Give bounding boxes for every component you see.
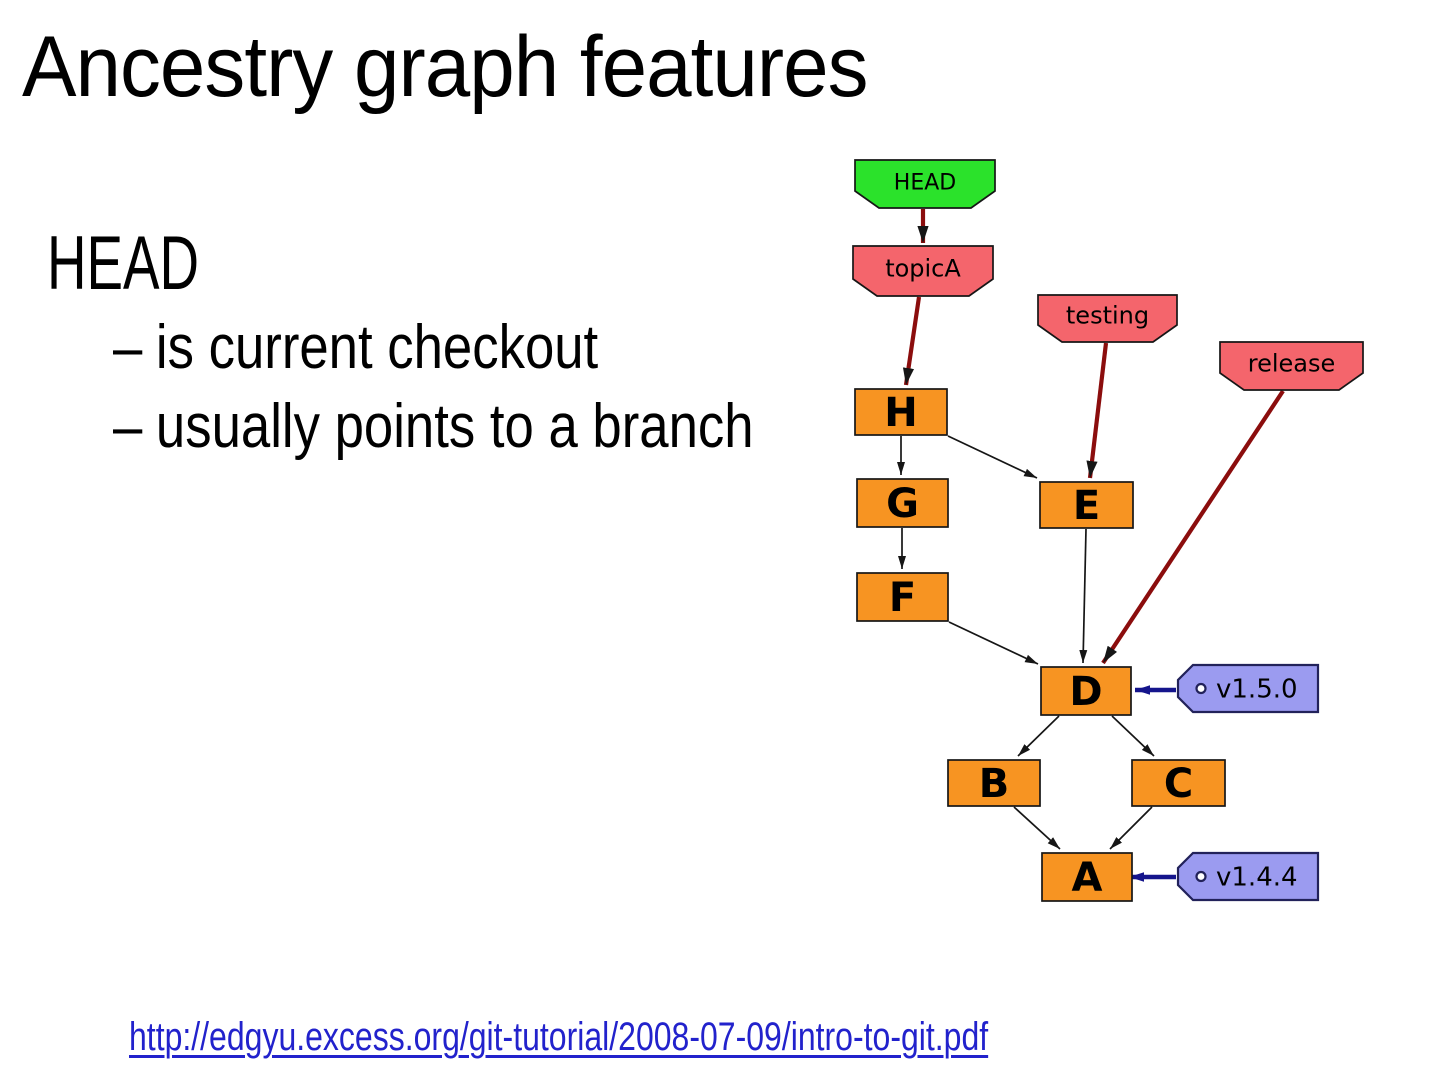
edge-C-to-A — [1109, 806, 1153, 850]
version-tag-label: v1.5.0 — [1216, 675, 1298, 705]
edge-H-to-E — [947, 435, 1038, 479]
bullet-dash: – — [113, 313, 143, 382]
edge-E-to-D — [1079, 528, 1088, 664]
commit-node-C: C — [1131, 759, 1226, 807]
branch-tag-shape — [1219, 341, 1364, 391]
commit-label: A — [1072, 855, 1103, 901]
branch-tag-shape — [1037, 294, 1178, 343]
tag-hole-icon — [1195, 682, 1207, 695]
commit-label: E — [1073, 483, 1100, 529]
branch-tag-label: topicA — [885, 255, 961, 283]
branch-tag-label: testing — [1066, 302, 1149, 330]
commit-node-B: B — [947, 759, 1041, 807]
bullet-text: usually points to a branch — [155, 392, 754, 461]
branch-tag-testing: testing — [1037, 294, 1178, 343]
commit-label: D — [1069, 669, 1102, 715]
branch-tag-release: release — [1219, 341, 1364, 391]
commit-label: B — [979, 761, 1010, 807]
version-tag-shape — [1176, 851, 1320, 902]
source-link[interactable]: http://edgyu.excess.org/git-tutorial/200… — [129, 1015, 989, 1059]
commit-node-D: D — [1040, 666, 1132, 716]
commit-box — [1040, 666, 1132, 716]
commit-box — [1041, 852, 1133, 902]
edge-D-to-C — [1111, 715, 1155, 757]
commit-node-F: F — [856, 572, 949, 622]
commit-label: F — [889, 575, 916, 621]
branch-tag-shape — [854, 159, 996, 209]
commit-box — [1039, 481, 1134, 529]
edge-B-to-A — [1013, 806, 1061, 850]
edge-topicA-to-H — [902, 296, 922, 386]
branch-tag-label: release — [1248, 349, 1336, 377]
edge-D-to-B — [1017, 715, 1060, 757]
bullet-item-1: –is current checkout — [113, 317, 598, 379]
branch-tag-shape — [852, 245, 994, 297]
tag-hole-icon — [1195, 870, 1207, 883]
branch-tag-label: HEAD — [894, 170, 956, 195]
bullet-dash: – — [113, 392, 143, 461]
version-tag-shape — [1176, 663, 1320, 714]
commit-label: C — [1164, 761, 1193, 807]
commit-node-E: E — [1039, 481, 1134, 529]
bullet-text: is current checkout — [155, 313, 599, 382]
commit-box — [856, 478, 949, 528]
branch-tag-HEAD: HEAD — [854, 159, 996, 209]
commit-label: H — [884, 390, 917, 436]
edge-release-to-D — [1101, 389, 1285, 665]
commit-box — [854, 388, 948, 436]
commit-node-H: H — [854, 388, 948, 436]
head-heading: HEAD — [47, 221, 200, 306]
version-tag-v1.4.4: v1.4.4 — [1176, 851, 1320, 902]
version-tag-label: v1.4.4 — [1216, 863, 1298, 893]
commit-node-A: A — [1041, 852, 1133, 902]
edge-F-to-D — [948, 621, 1039, 665]
edge-testing-to-E — [1086, 342, 1109, 479]
page-title: Ancestry graph features — [22, 19, 868, 115]
branch-tag-topicA: topicA — [852, 245, 994, 297]
commit-node-G: G — [856, 478, 949, 528]
commit-box — [947, 759, 1041, 807]
commit-label: G — [886, 481, 919, 527]
bullet-item-2: –usually points to a branch — [113, 396, 754, 458]
commit-box — [856, 572, 949, 622]
commit-box — [1131, 759, 1226, 807]
version-tag-v1.5.0: v1.5.0 — [1176, 663, 1320, 714]
